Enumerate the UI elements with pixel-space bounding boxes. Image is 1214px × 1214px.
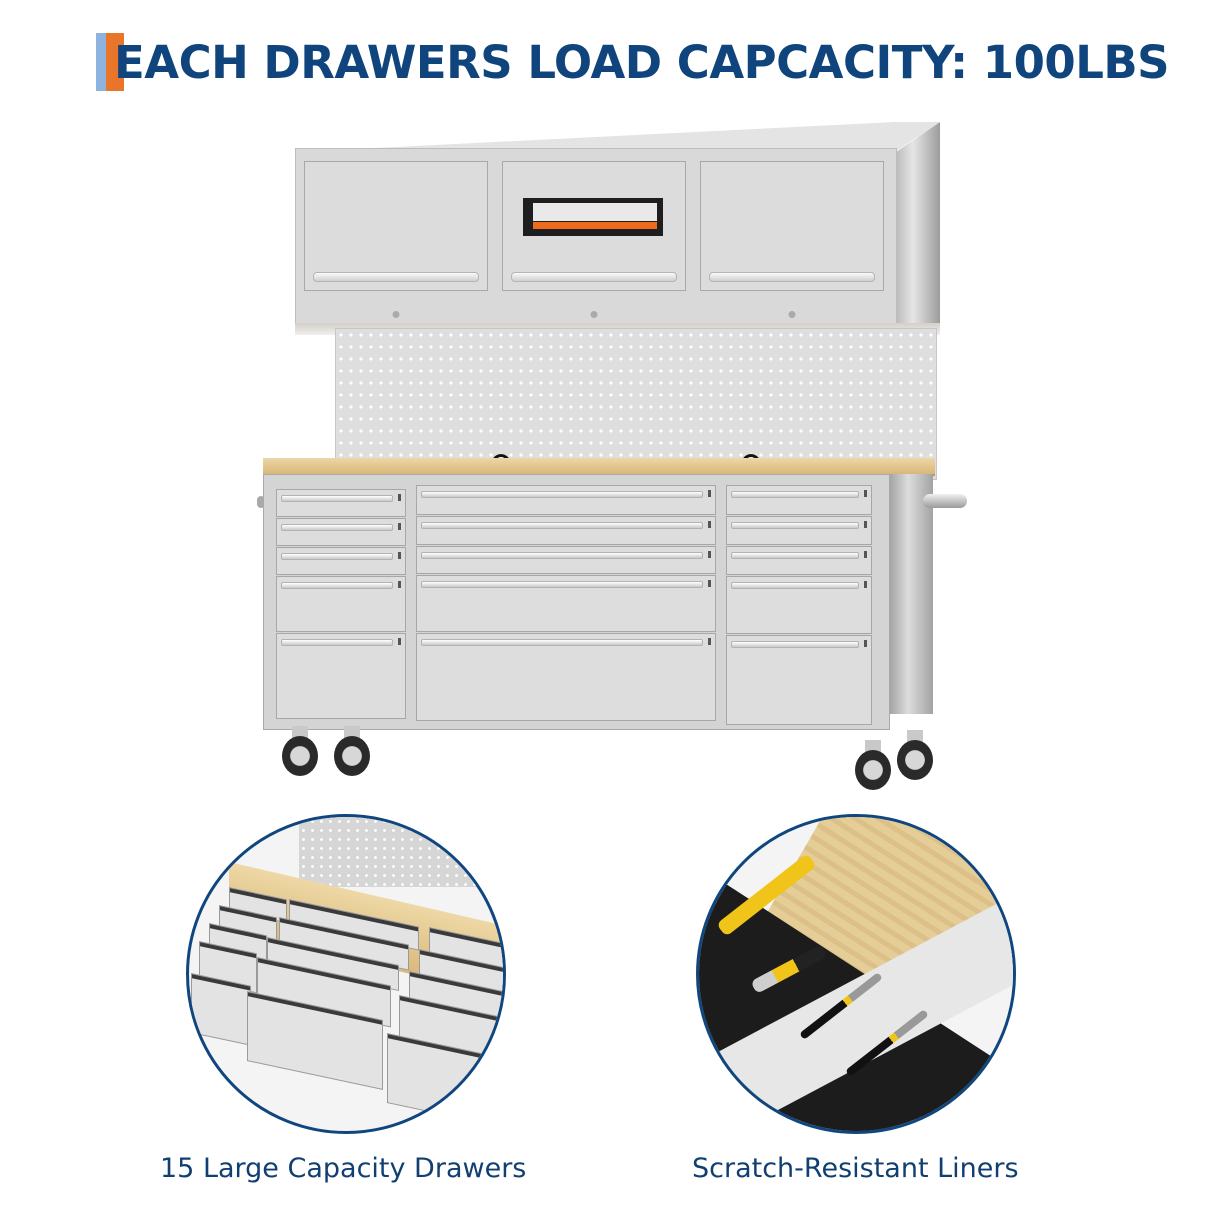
latch-icon <box>864 521 867 528</box>
drawer <box>416 575 716 632</box>
side-handle <box>923 494 967 508</box>
caption-liners: Scratch-Resistant Liners <box>692 1153 1019 1184</box>
wheel <box>282 736 318 776</box>
drawer-pull <box>731 641 859 648</box>
drawer <box>416 633 716 721</box>
drawer <box>726 485 872 515</box>
door-handle <box>511 272 677 282</box>
latch-icon <box>398 552 401 559</box>
drawer-pull <box>421 639 703 646</box>
drawer <box>276 547 406 575</box>
drawer <box>726 576 872 634</box>
drawer-pull <box>281 524 393 531</box>
door-handle <box>313 272 479 282</box>
headline: EACH DRAWERS LOAD CAPCACITY: 100LBS <box>96 30 1170 94</box>
caster-wheel-icon <box>853 740 893 790</box>
drawer-column-right <box>726 485 872 725</box>
headline-text: EACH DRAWERS LOAD CAPCACITY: 100LBS <box>114 35 1170 89</box>
latch-icon <box>708 521 711 528</box>
drawer <box>726 516 872 545</box>
label-orange-stripe <box>533 222 657 229</box>
drawer-pull <box>281 553 393 560</box>
lock-icon <box>590 311 598 318</box>
drawer-pull <box>421 522 703 529</box>
wheel <box>855 750 891 790</box>
inset-open-drawers <box>186 814 506 1134</box>
upper-cabinet-door-center <box>502 161 686 318</box>
caster-wheel-icon <box>895 730 935 780</box>
drawer-pull <box>421 581 703 588</box>
latch-icon <box>398 581 401 588</box>
drawer <box>416 546 716 574</box>
drawer-pull <box>281 495 393 502</box>
wheel <box>897 740 933 780</box>
drawer <box>726 546 872 575</box>
latch-icon <box>708 638 711 645</box>
drawer <box>276 489 406 517</box>
lock-icon <box>788 311 796 318</box>
latch-icon <box>398 523 401 530</box>
caster-wheel-icon <box>332 726 372 776</box>
pegboard <box>299 817 503 887</box>
latch-icon <box>398 494 401 501</box>
caster-wheel-icon <box>280 726 320 776</box>
drawer-pull <box>731 522 859 529</box>
latch-icon <box>708 580 711 587</box>
inset-scratch-resistant-liner <box>696 814 1016 1134</box>
headline-accent-bar <box>96 31 126 93</box>
latch-icon <box>398 638 401 645</box>
latch-icon <box>708 551 711 558</box>
lock-icon <box>392 311 400 318</box>
drawer <box>276 576 406 632</box>
pegboard <box>335 328 937 480</box>
drawer-pull <box>281 582 393 589</box>
upper-cabinet-side <box>895 122 940 327</box>
latch-icon <box>864 490 867 497</box>
drawer <box>276 633 406 719</box>
wheel <box>334 736 370 776</box>
accent-bar-orange <box>106 33 124 91</box>
side-handle-left <box>257 496 265 508</box>
accent-bar-blue <box>96 33 108 91</box>
upper-cabinet-door-left <box>304 161 488 318</box>
base-cabinet <box>263 474 890 730</box>
tool-cabinet-illustration <box>255 118 975 798</box>
drawer <box>276 518 406 546</box>
label-text-area <box>533 203 657 221</box>
door-handle <box>709 272 875 282</box>
drawer-pull <box>731 582 859 589</box>
drawer-pull <box>421 491 703 498</box>
drawer-pull <box>421 552 703 559</box>
product-label-sticker <box>523 198 663 236</box>
upper-cabinet-door-right <box>700 161 884 318</box>
drawer-pull <box>731 552 859 559</box>
drawer-column-left <box>276 489 406 719</box>
drawer-pull <box>731 491 859 498</box>
latch-icon <box>708 490 711 497</box>
caption-drawers: 15 Large Capacity Drawers <box>160 1153 527 1184</box>
upper-cabinet <box>295 148 897 325</box>
drawer-pull <box>281 639 393 646</box>
drawer <box>726 635 872 725</box>
drawer-column-center <box>416 485 716 723</box>
latch-icon <box>864 640 867 647</box>
base-cabinet-side <box>888 474 933 714</box>
drawer <box>416 485 716 515</box>
drawer <box>416 516 716 545</box>
open-drawer <box>191 973 251 1046</box>
latch-icon <box>864 581 867 588</box>
latch-icon <box>864 551 867 558</box>
